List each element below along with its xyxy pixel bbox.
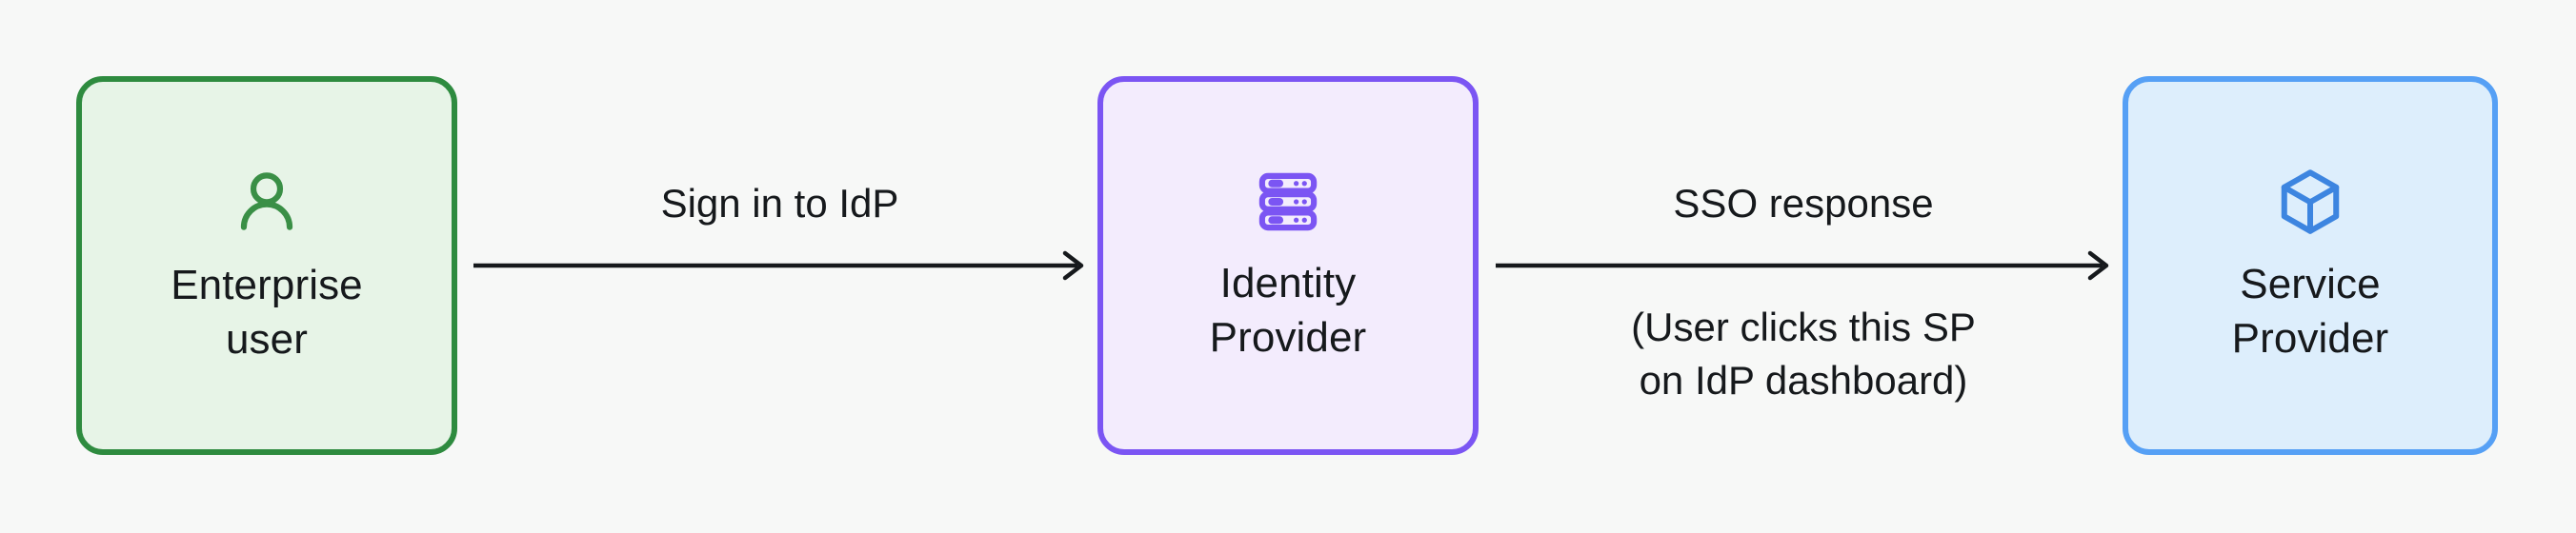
node-label-service-provider: Service Provider [2231, 261, 2389, 362]
node-label-enterprise-user: Enterprise user [171, 262, 363, 363]
node-label-identity-provider: Identity Provider [1209, 260, 1367, 361]
user-icon [230, 165, 304, 244]
server-icon [1253, 167, 1323, 242]
node-identity-provider[interactable]: Identity Provider [1097, 76, 1479, 455]
cube-icon [2274, 166, 2346, 243]
node-enterprise-user[interactable]: Enterprise user [76, 76, 457, 455]
node-service-provider[interactable]: Service Provider [2123, 76, 2498, 455]
edge-label-sso-response: SSO response [1673, 181, 1934, 226]
edge-label-sign-in: Sign in to IdP [660, 181, 899, 226]
edge-sublabel-sso-response: (User clicks this SP on IdP dashboard) [1631, 305, 1976, 403]
